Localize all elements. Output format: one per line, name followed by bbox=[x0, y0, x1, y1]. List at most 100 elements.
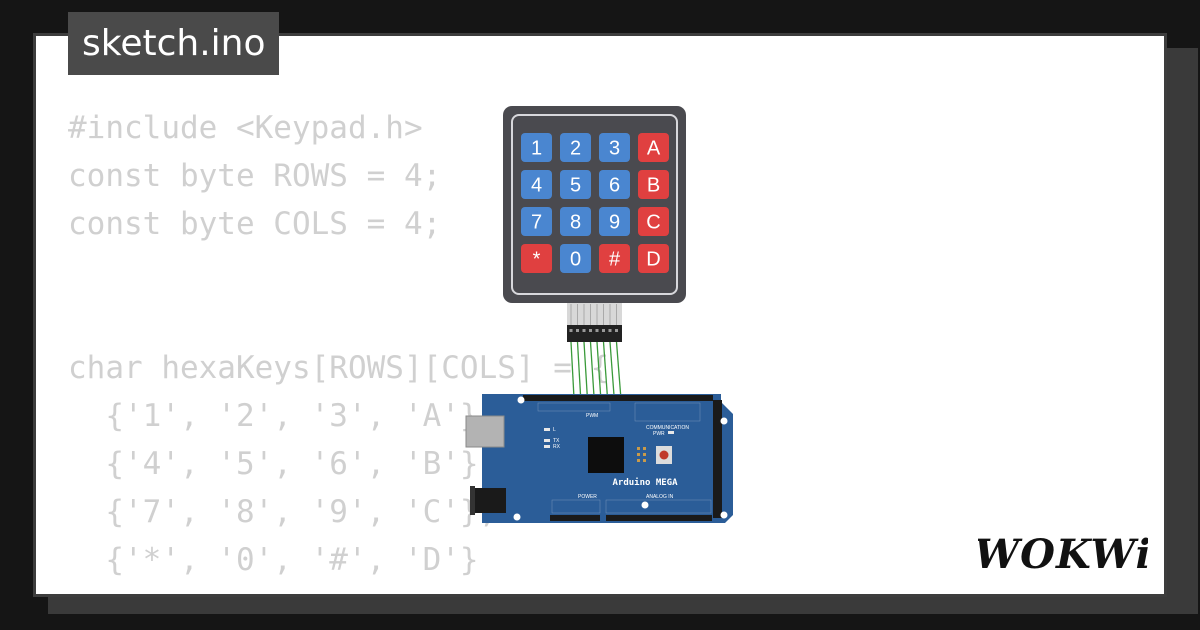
led-l-label: L bbox=[553, 427, 556, 433]
led-rx bbox=[544, 445, 550, 448]
key-cap[interactable] bbox=[560, 244, 591, 273]
key-label: 4 bbox=[531, 175, 542, 197]
mount-hole bbox=[641, 501, 649, 509]
keypad-wire[interactable] bbox=[583, 341, 589, 399]
communication-label: COMMUNICATION bbox=[646, 425, 689, 431]
analog-in-label: ANALOG IN bbox=[646, 494, 674, 500]
key-cap[interactable] bbox=[560, 207, 591, 236]
key-cap[interactable] bbox=[521, 133, 552, 162]
key-label: 6 bbox=[609, 175, 620, 197]
keypad-key-2[interactable]: 2 bbox=[560, 133, 591, 162]
keypad-wire[interactable] bbox=[615, 341, 622, 399]
key-cap[interactable] bbox=[599, 133, 630, 162]
keypad-key-8[interactable]: 8 bbox=[560, 207, 591, 236]
keypad-key-9[interactable]: 9 bbox=[599, 207, 630, 236]
header-connector bbox=[567, 325, 622, 342]
keypad-key-*[interactable]: * bbox=[521, 244, 552, 273]
keypad-key-4[interactable]: 4 bbox=[521, 170, 552, 199]
key-cap[interactable] bbox=[560, 170, 591, 199]
mount-hole bbox=[513, 513, 521, 521]
board-name: Arduino MEGA bbox=[612, 477, 678, 488]
mount-hole bbox=[517, 396, 525, 404]
mount-hole bbox=[720, 511, 728, 519]
keypad-key-7[interactable]: 7 bbox=[521, 207, 552, 236]
key-cap[interactable] bbox=[638, 133, 669, 162]
icsp-header bbox=[637, 447, 646, 462]
reset-button-cap[interactable] bbox=[659, 450, 669, 460]
code-line: #include <Keypad.h> bbox=[68, 110, 423, 146]
wokwi-logo: WOKWi bbox=[978, 531, 1148, 578]
code-line: const byte ROWS = 4; bbox=[68, 158, 442, 194]
key-label: * bbox=[533, 249, 541, 271]
led-l bbox=[544, 428, 550, 431]
header-pin bbox=[595, 329, 599, 332]
code-line: char hexaKeys[ROWS][COLS] = { bbox=[68, 350, 610, 386]
wokwi-logo-text: WOKWi bbox=[978, 531, 1148, 578]
code-line: {'4', '5', '6', 'B'}, bbox=[68, 446, 498, 482]
header-pin bbox=[615, 329, 618, 332]
key-label: 2 bbox=[570, 138, 581, 160]
led-pwr bbox=[668, 431, 674, 434]
atmega-chip bbox=[588, 437, 624, 473]
led-tx bbox=[544, 439, 550, 442]
keypad-wire[interactable] bbox=[589, 341, 595, 399]
code-snippet: #include <Keypad.h> const byte ROWS = 4; c… bbox=[68, 104, 610, 594]
keypad-key-A[interactable]: A bbox=[638, 133, 669, 162]
key-label: 0 bbox=[570, 249, 581, 271]
header-pin bbox=[576, 329, 579, 332]
key-label: 5 bbox=[570, 175, 581, 197]
keypad-key-5[interactable]: 5 bbox=[560, 170, 591, 199]
key-label: 3 bbox=[609, 138, 620, 160]
key-cap[interactable] bbox=[599, 207, 630, 236]
pwm-label: PWM bbox=[586, 413, 598, 419]
key-cap[interactable] bbox=[521, 170, 552, 199]
keypad-wire[interactable] bbox=[576, 341, 582, 399]
filename-tab[interactable]: sketch.ino bbox=[68, 12, 280, 75]
key-label: D bbox=[646, 249, 660, 271]
ribbon-cable bbox=[567, 303, 622, 325]
key-label: B bbox=[647, 175, 660, 197]
keypad-wires bbox=[570, 341, 622, 399]
led-rx-label: RX bbox=[553, 444, 561, 450]
keypad-key-D[interactable]: D bbox=[638, 244, 669, 273]
usb-port[interactable] bbox=[465, 415, 505, 448]
key-cap[interactable] bbox=[560, 133, 591, 162]
pin-labels bbox=[537, 402, 712, 514]
key-cap[interactable] bbox=[521, 244, 552, 273]
key-cap[interactable] bbox=[599, 170, 630, 199]
keypad-key-0[interactable]: 0 bbox=[560, 244, 591, 273]
key-label: # bbox=[609, 249, 621, 271]
header-pin bbox=[589, 329, 592, 332]
keypad-wire[interactable] bbox=[570, 341, 575, 399]
power-header bbox=[550, 515, 600, 521]
keypad-key-3[interactable]: 3 bbox=[599, 133, 630, 162]
code-line: }; bbox=[68, 584, 609, 594]
keypad-key-C[interactable]: C bbox=[638, 207, 669, 236]
arduino-mega-board[interactable]: PWM COMMUNICATION POWER ANALOG IN L TX R… bbox=[465, 394, 733, 523]
key-cap[interactable] bbox=[638, 207, 669, 236]
key-cap[interactable] bbox=[638, 244, 669, 273]
keypad-key-#[interactable]: # bbox=[599, 244, 630, 273]
key-label: 1 bbox=[531, 138, 542, 160]
code-line: {'7', '8', '9', 'C'}, bbox=[68, 494, 498, 530]
key-cap[interactable] bbox=[638, 170, 669, 199]
digital-header bbox=[523, 395, 713, 401]
keypad-wire[interactable] bbox=[609, 341, 615, 399]
keypad-key-6[interactable]: 6 bbox=[599, 170, 630, 199]
key-label: 8 bbox=[570, 212, 581, 234]
key-label: 7 bbox=[531, 212, 542, 234]
right-header bbox=[713, 400, 722, 518]
key-cap[interactable] bbox=[599, 244, 630, 273]
power-jack-rim bbox=[470, 486, 475, 515]
keypad-wire[interactable] bbox=[596, 341, 602, 399]
keypad-key-1[interactable]: 1 bbox=[521, 133, 552, 162]
power-jack[interactable] bbox=[470, 488, 506, 513]
key-cap[interactable] bbox=[521, 207, 552, 236]
pwr-label: PWR bbox=[653, 431, 665, 437]
keypad-wire[interactable] bbox=[602, 341, 609, 399]
header-pin bbox=[582, 329, 586, 332]
keypad-key-B[interactable]: B bbox=[638, 170, 669, 199]
mount-hole bbox=[720, 417, 728, 425]
